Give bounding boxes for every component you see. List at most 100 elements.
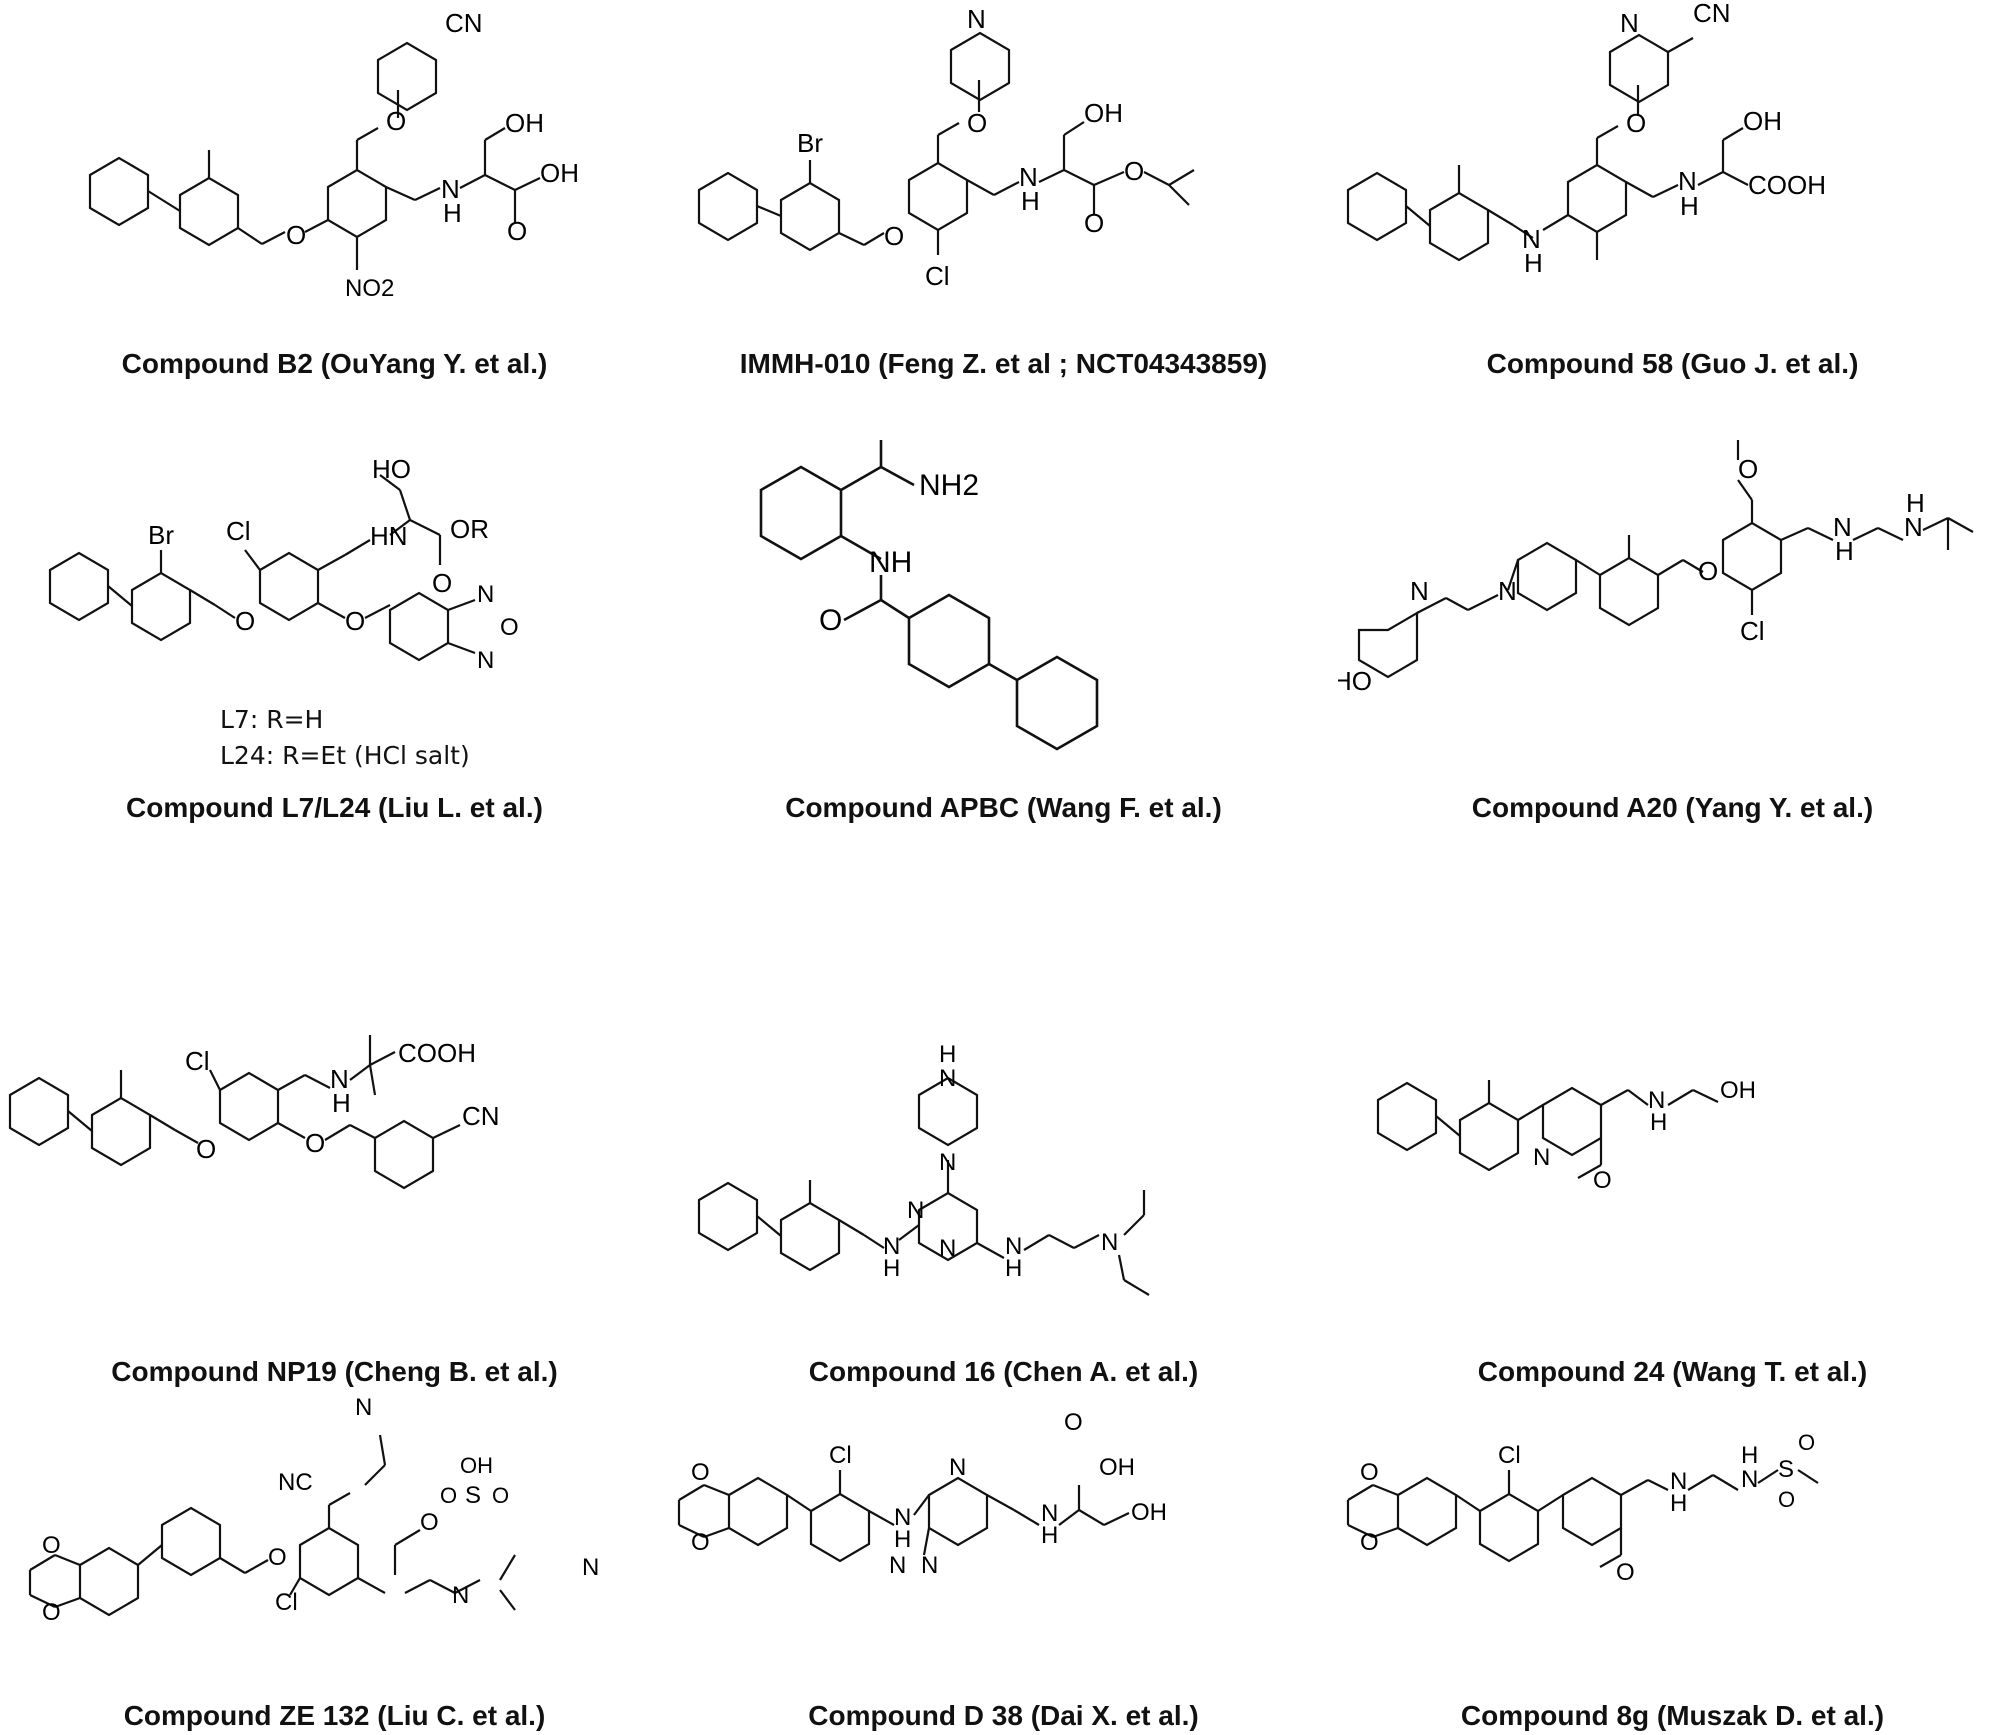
atom-label: O: [432, 568, 452, 598]
atom-label: H: [1524, 248, 1543, 278]
atom-label: N: [1101, 1229, 1118, 1256]
atom-label: N: [355, 1395, 372, 1421]
caption-immh-010: IMMH-010 (Feng Z. et al ; NCT04343859): [739, 348, 1268, 379]
atom-label: Cl: [275, 1589, 298, 1616]
atom-label: N: [907, 1197, 924, 1224]
atom-label: NO2: [345, 275, 394, 302]
atom-label: OH: [1743, 106, 1782, 136]
atom-label: N: [1620, 8, 1639, 38]
atom-label: O: [286, 220, 306, 250]
atom-label: N: [1410, 576, 1429, 606]
atom-label: HO: [1338, 666, 1372, 696]
atom-label: OR: [450, 514, 489, 544]
atom-label: O: [507, 216, 527, 246]
caption-np19: Compound NP19 (Cheng B. et al.): [111, 1356, 558, 1387]
atom-label: O: [1593, 1167, 1612, 1194]
atom-label: Cl: [829, 1442, 852, 1469]
caption-24: Compound 24 (Wang T. et al.): [1477, 1356, 1868, 1387]
atom-label: O: [884, 221, 904, 251]
atom-label: O: [691, 1529, 710, 1556]
structure-16: H N N N N H N H N N: [697, 1041, 1150, 1296]
caption-ze-132: Compound ZE 132 (Liu C. et al.): [123, 1700, 546, 1731]
atom-label: N: [894, 1504, 911, 1531]
atom-label: Br: [148, 520, 174, 550]
atom-label: H: [1906, 488, 1925, 518]
atom-label: N: [921, 1552, 938, 1579]
atom-label: H: [1021, 186, 1040, 216]
atom-label: H: [1835, 536, 1854, 566]
atom-label: S: [1778, 1456, 1794, 1483]
atom-label: Cl: [925, 261, 950, 291]
atom-label: NC: [278, 1469, 313, 1496]
atom-label: O: [967, 108, 987, 138]
note-l24: L24: R=Et (HCl salt): [220, 741, 470, 771]
atom-label: O: [869, 440, 892, 445]
atom-label: CN: [462, 1101, 500, 1131]
atom-label: O: [268, 1544, 287, 1571]
atom-label: N: [1648, 1087, 1665, 1114]
note-l7: L7: R=H: [220, 705, 324, 734]
atom-label: N: [1498, 576, 1517, 606]
atom-label: S: [465, 1482, 481, 1509]
structure-a20: N O O H N H N N N Cl HO: [1338, 440, 1974, 696]
caption-d38: Compound D 38 (Dai X. et al.): [808, 1700, 1199, 1731]
caption-apbc: Compound APBC (Wang F. et al.): [785, 792, 1222, 823]
atom-label: N: [939, 1235, 956, 1262]
atom-label: O: [42, 1532, 61, 1559]
atom-label: O: [1124, 156, 1144, 186]
structure-24: H N OH N O: [1376, 1077, 1756, 1194]
atom-label: N: [477, 581, 494, 608]
atom-label: O: [1798, 1430, 1815, 1455]
atom-label: O: [345, 606, 365, 636]
structure-58: N CN O OH H N COOH H N: [1346, 0, 1826, 278]
caption-16: Compound 16 (Chen A. et al.): [808, 1356, 1199, 1387]
atom-label: N: [1904, 512, 1923, 542]
atom-label: Cl: [1498, 1442, 1521, 1469]
atom-label: N: [1522, 224, 1541, 254]
structure-d38: O OH Cl O O N H N H N N N OH: [677, 1409, 1167, 1579]
atom-label: OH: [505, 108, 544, 138]
structure-l7-l24: HO HN OR O Br Cl O O N O N: [48, 454, 519, 674]
atom-label: H: [1005, 1255, 1022, 1282]
atom-label: O: [1064, 1409, 1083, 1436]
atom-label: Br: [797, 128, 823, 158]
atom-label: Cl: [185, 1046, 210, 1076]
atom-label: N: [1741, 1466, 1758, 1493]
caption-8g: Compound 8g (Muszak D. et al.): [1460, 1700, 1885, 1731]
structure-apbc: O NH2 NH O: [759, 440, 1099, 751]
atom-label: Cl: [1740, 616, 1765, 646]
atom-label: CN: [445, 8, 483, 38]
atom-label: H: [1650, 1109, 1667, 1136]
atom-label: N: [967, 4, 986, 34]
atom-label: O: [500, 614, 519, 641]
atom-label: O: [1360, 1529, 1379, 1556]
atom-label: Cl: [226, 516, 251, 546]
atom-label: H: [332, 1088, 351, 1118]
atom-label: O: [386, 106, 406, 136]
atom-label: O: [305, 1128, 325, 1158]
atom-label: OH: [1099, 1454, 1135, 1481]
atom-label: N: [939, 1065, 956, 1092]
atom-label: N: [949, 1454, 966, 1481]
atom-label: N: [477, 647, 494, 674]
atom-label: O: [819, 604, 842, 637]
atom-label: OH: [540, 158, 579, 188]
caption-a20: Compound A20 (Yang Y. et al.): [1471, 792, 1874, 823]
atom-label: O: [1698, 556, 1718, 586]
atom-label: HN: [370, 521, 408, 551]
atom-label: O: [420, 1509, 439, 1536]
atom-label: N: [939, 1149, 956, 1176]
atom-label: N: [1005, 1233, 1022, 1260]
atom-label: O: [235, 606, 255, 636]
atom-label: O: [1626, 108, 1646, 138]
caption-58: Compound 58 (Guo J. et al.): [1486, 348, 1859, 379]
atom-label: O: [42, 1599, 61, 1626]
atom-label: N: [1019, 162, 1038, 192]
r-group-notes: L7: R=H L24: R=Et (HCl salt): [220, 702, 470, 775]
atom-label: O: [1738, 454, 1758, 484]
atom-label: O: [1084, 208, 1104, 238]
atom-label: N: [1533, 1144, 1550, 1171]
caption-l7-l24: Compound L7/L24 (Liu L. et al.): [126, 792, 543, 823]
atom-label: N: [1041, 1500, 1058, 1527]
